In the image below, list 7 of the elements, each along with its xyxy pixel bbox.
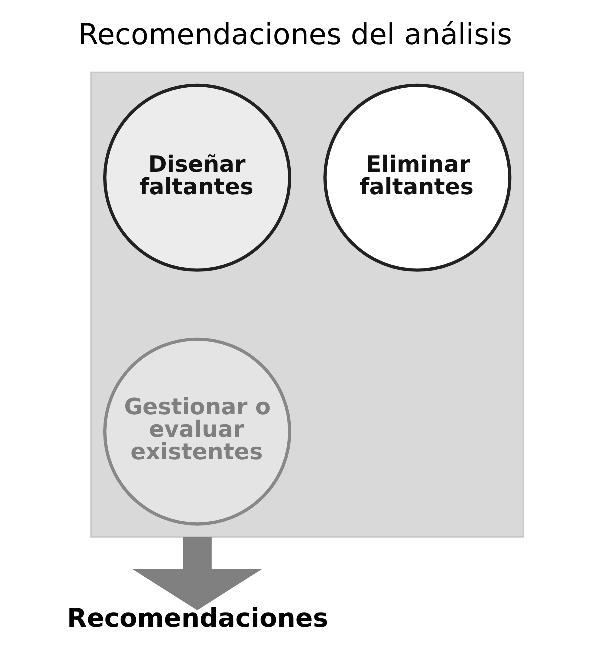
- arrow: [132, 537, 262, 610]
- node-circle: Gestionar o evaluar existentes: [102, 338, 291, 526]
- node-text: Recomendaciones: [66, 604, 328, 634]
- cluster: [90, 72, 524, 538]
- node-circle: Diseñar faltantes: [102, 84, 291, 272]
- diagram-title: Recomendaciones del análisis: [78, 17, 512, 52]
- node-circle: Eliminar faltantes: [323, 84, 512, 272]
